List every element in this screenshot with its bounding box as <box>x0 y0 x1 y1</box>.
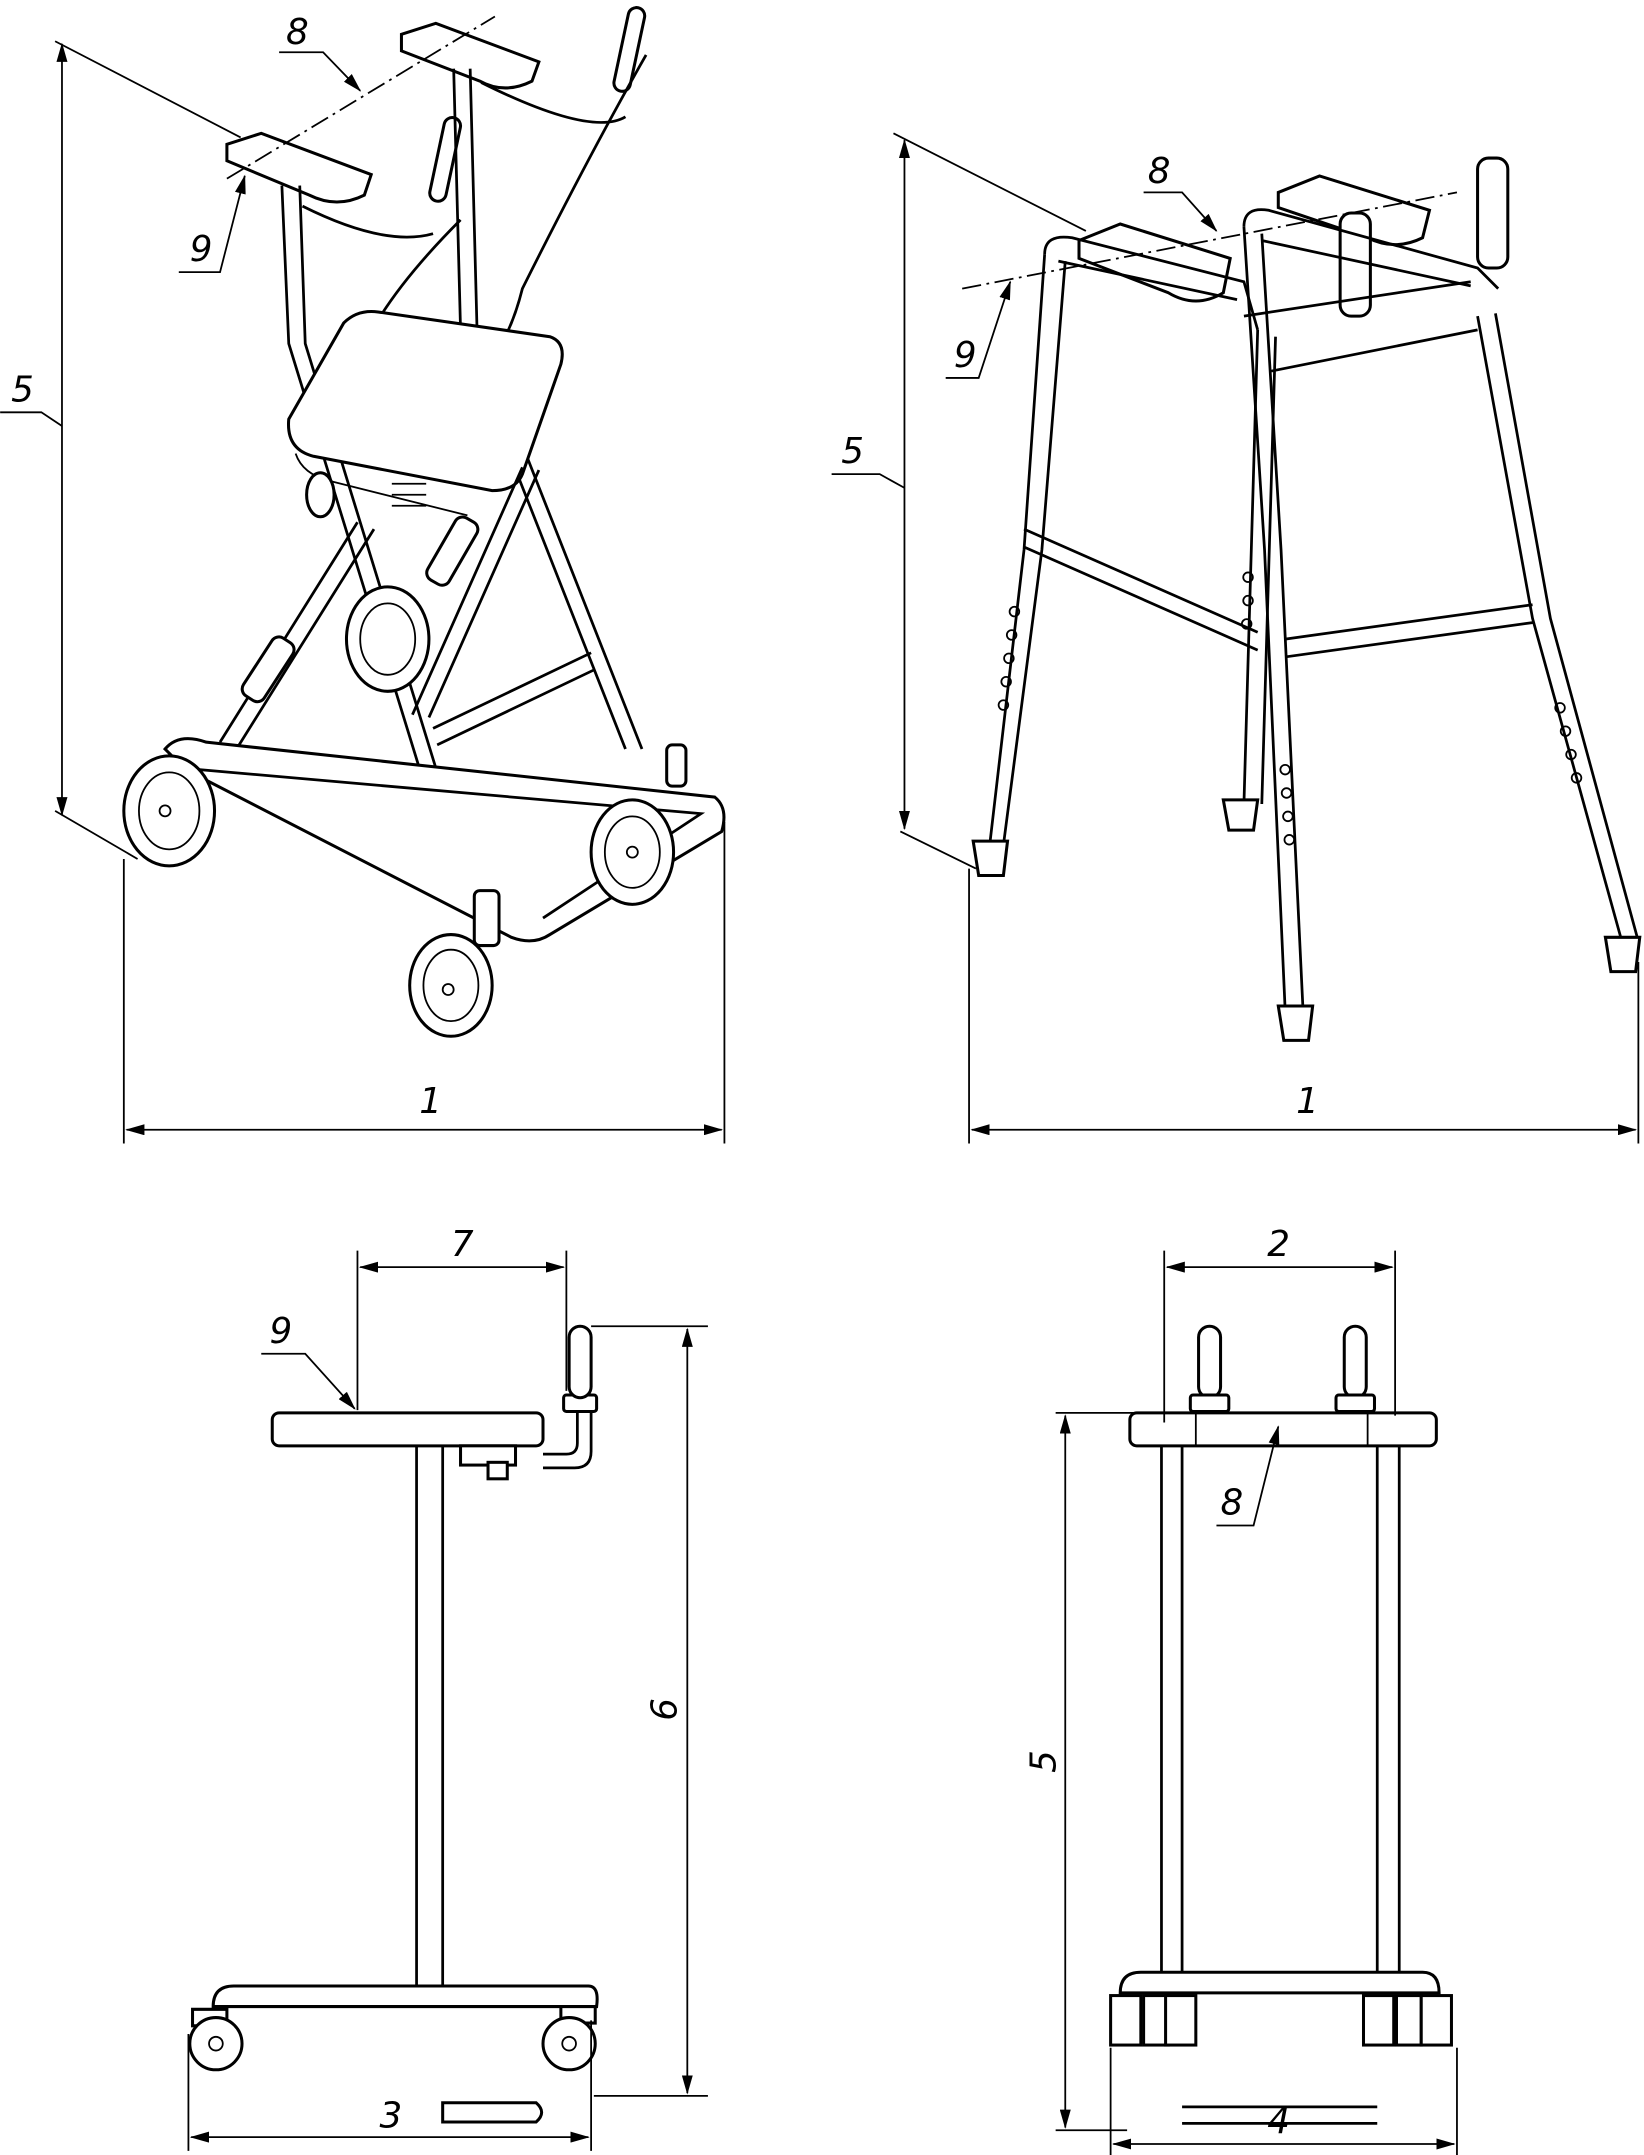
label-armrest-height: 9 <box>190 229 213 270</box>
label-width: 1 <box>419 1081 442 1122</box>
label-base-length: 3 <box>379 2096 402 2137</box>
front-view: 2 8 5 4 <box>1024 1224 1458 2155</box>
label-armrest-height: 9 <box>954 335 977 376</box>
caster <box>1361 1994 1423 2047</box>
wheel <box>589 798 676 906</box>
frame-walker-drawing <box>971 156 1642 1042</box>
caster <box>188 2007 244 2072</box>
rubber-foot <box>1603 935 1642 974</box>
rubber-foot <box>1276 1004 1315 1042</box>
side-view-drawing <box>188 1324 599 2124</box>
front-view-drawing <box>1109 1324 1453 2125</box>
side-view: 7 9 6 3 <box>187 1224 708 2151</box>
label-armrest-height: 9 <box>270 1311 293 1352</box>
frame-walker-isometric-view: 5 1 8 9 <box>831 132 1642 1144</box>
label-height: 5 <box>1024 1750 1065 1773</box>
wheel <box>122 754 217 868</box>
label-width: 1 <box>1296 1081 1319 1122</box>
caster <box>1164 1994 1198 2047</box>
label-height: 5 <box>841 431 864 472</box>
rubber-foot <box>971 839 1010 877</box>
label-armrest-distance: 8 <box>1148 151 1171 192</box>
rubber-foot <box>1221 798 1260 832</box>
rollator-isometric-view: 5 1 8 9 <box>0 6 726 1144</box>
wheel <box>408 933 494 1038</box>
label-base-width: 4 <box>1267 2101 1290 2142</box>
caster <box>1419 1994 1453 2047</box>
wheel <box>344 585 431 693</box>
label-armrest-distance: 8 <box>286 12 309 53</box>
label-armrest-length: 7 <box>451 1224 474 1265</box>
label-total-height: 6 <box>644 1698 685 1721</box>
rollator-drawing <box>122 6 726 1038</box>
caster <box>541 2005 597 2072</box>
label-armrest-distance: 8 <box>1221 1483 1244 1524</box>
caster <box>1109 1994 1170 2047</box>
label-height: 5 <box>11 369 34 410</box>
label-grip-spacing: 2 <box>1267 1224 1290 1265</box>
